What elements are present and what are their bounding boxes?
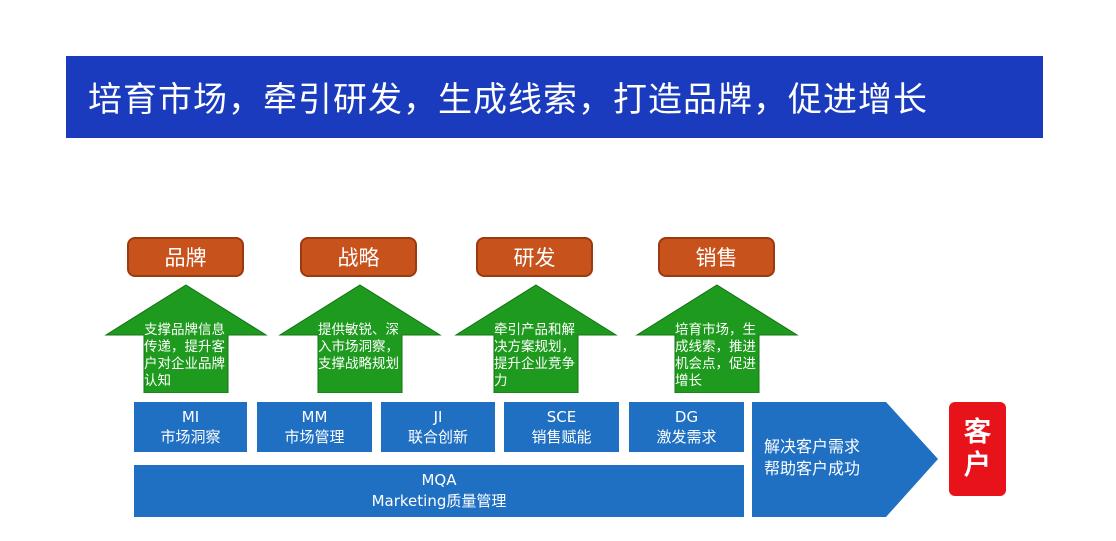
pillar-text-brand: 支撑品牌信息传递，提升客户对企业品牌认知: [144, 322, 225, 389]
page-title: 培育市场，牵引研发，生成线索，打造品牌，促进增长: [88, 80, 928, 120]
module-mi: MI 市场洞察: [134, 402, 247, 452]
module-sce: SCE 销售赋能: [504, 402, 619, 452]
up-arrow-strategy: [278, 284, 442, 393]
module-code: SCE: [546, 408, 577, 426]
mqa-bar: MQA Marketing质量管理: [134, 465, 744, 517]
outcome-text: 解决客户需求 帮助客户成功: [764, 436, 860, 480]
customer-char-1: 客: [964, 417, 991, 448]
module-mm: MM 市场管理: [257, 402, 372, 452]
outcome-line-2: 帮助客户成功: [764, 459, 861, 478]
module-ji: JI 联合创新: [381, 402, 495, 452]
pillar-label-brand: 品牌: [127, 237, 244, 277]
up-arrow-brand: [104, 284, 268, 393]
pillar-text-sales: 培育市场，生成线索，推进机会点，促进增长: [675, 322, 756, 389]
title-banner: 培育市场，牵引研发，生成线索，打造品牌，促进增长: [66, 56, 1043, 138]
outcome-arrow: [752, 402, 938, 517]
pillar-label-rnd: 研发: [476, 237, 593, 277]
module-code: JI: [433, 408, 443, 426]
pillar-label-strategy: 战略: [300, 237, 417, 277]
pillar-text-rnd: 牵引产品和解决方案规划，提升企业竞争力: [494, 322, 575, 389]
module-name: 市场洞察: [160, 428, 221, 446]
module-name: 市场管理: [284, 428, 345, 446]
customer-char-2: 户: [964, 450, 991, 481]
module-code: MI: [181, 408, 200, 426]
up-arrow-rnd: [454, 284, 618, 393]
customer-box: 客 户: [949, 402, 1006, 496]
module-code: MM: [301, 408, 328, 426]
module-name: 激发需求: [656, 428, 717, 446]
module-name: 联合创新: [407, 428, 468, 446]
outcome-line-1: 解决客户需求: [764, 437, 861, 456]
module-name: 销售赋能: [531, 428, 592, 446]
up-arrow-sales: [635, 284, 799, 393]
module-dg: DG 激发需求: [629, 402, 744, 452]
pillar-label-sales: 销售: [658, 237, 775, 277]
mqa-name: Marketing质量管理: [371, 492, 507, 510]
module-code: DG: [674, 408, 699, 426]
pillar-text-strategy: 提供敏锐、深入市场洞察，支撑战略规划: [318, 322, 399, 372]
mqa-code: MQA: [421, 471, 457, 489]
